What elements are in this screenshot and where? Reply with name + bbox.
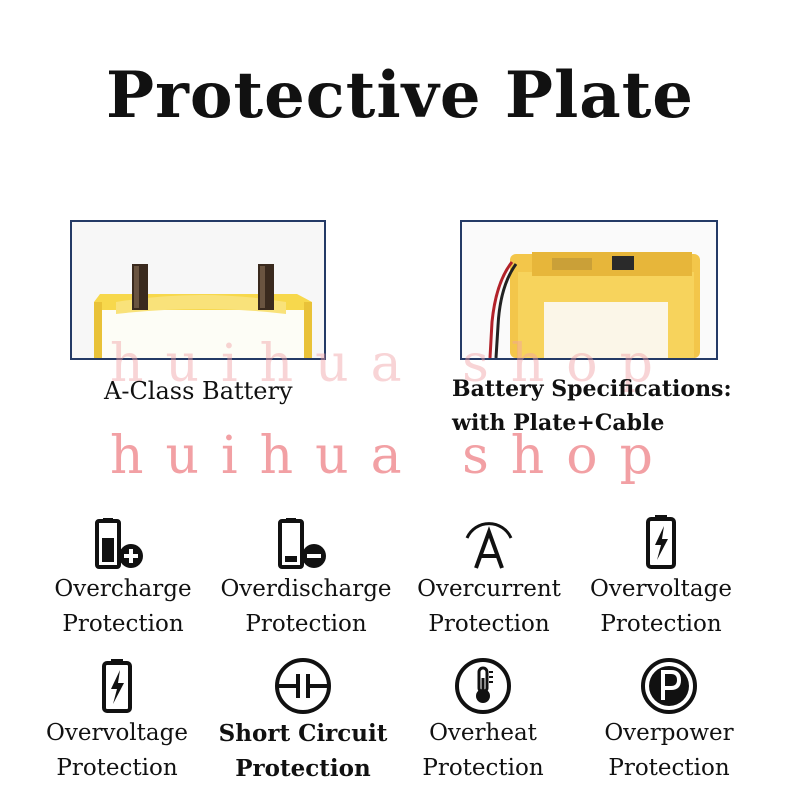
battery-plus-icon: [93, 512, 153, 572]
page-title: Protective Plate: [105, 58, 695, 133]
spec-caption: Battery Specifications: with Plate+Cable: [452, 372, 732, 440]
battery-top-illustration: [72, 222, 324, 358]
feature-overpower: Overpower Protection: [574, 656, 764, 786]
feature-label-2: Protection: [56, 755, 178, 781]
feature-overheat: Overheat Protection: [388, 656, 578, 786]
feature-label-2: Protection: [608, 755, 730, 781]
feature-label-1: Short Circuit: [218, 720, 388, 747]
feature-label-2: Protection: [62, 611, 184, 637]
capacitor-circle-icon: [273, 656, 333, 716]
feature-label-1: Overdischarge: [220, 576, 392, 602]
feature-label-1: Overcharge: [54, 576, 192, 602]
thermometer-circle-icon: [453, 656, 513, 716]
feature-overcharge: Overcharge Protection: [28, 512, 218, 642]
feature-short-circuit: Short Circuit Protection: [208, 656, 398, 786]
a-class-caption: A-Class Battery: [104, 377, 293, 405]
battery-bolt-icon: [87, 656, 147, 716]
feature-overcurrent: Overcurrent Protection: [394, 512, 584, 642]
feature-label-2: Protection: [428, 611, 550, 637]
letter-p-circle-icon: [639, 656, 699, 716]
feature-label-2: Protection: [422, 755, 544, 781]
letter-a-arc-icon: [459, 512, 519, 572]
feature-label-1: Overcurrent: [417, 576, 561, 602]
feature-overvoltage: Overvoltage Protection: [566, 512, 756, 642]
feature-label-1: Overvoltage: [46, 720, 188, 746]
battery-bolt-icon: [631, 512, 691, 572]
watermark-upper: huihua shop: [110, 334, 675, 394]
feature-label-1: Overpower: [604, 720, 734, 746]
feature-label-2: Protection: [600, 611, 722, 637]
battery-plate-illustration: [462, 222, 716, 358]
battery-minus-icon: [276, 512, 336, 572]
feature-label-2: Protection: [235, 755, 371, 782]
watermark-lower: huihua shop: [110, 426, 675, 486]
spec-caption-line2: with Plate+Cable: [452, 410, 665, 436]
feature-overvoltage-2: Overvoltage Protection: [22, 656, 212, 786]
spec-caption-line1: Battery Specifications:: [452, 376, 732, 402]
feature-label-2: Protection: [245, 611, 367, 637]
feature-overdischarge: Overdischarge Protection: [211, 512, 401, 642]
feature-label-1: Overvoltage: [590, 576, 732, 602]
plate-cable-battery-photo: [460, 220, 718, 360]
feature-label-1: Overheat: [429, 720, 537, 746]
a-class-battery-photo: [70, 220, 326, 360]
